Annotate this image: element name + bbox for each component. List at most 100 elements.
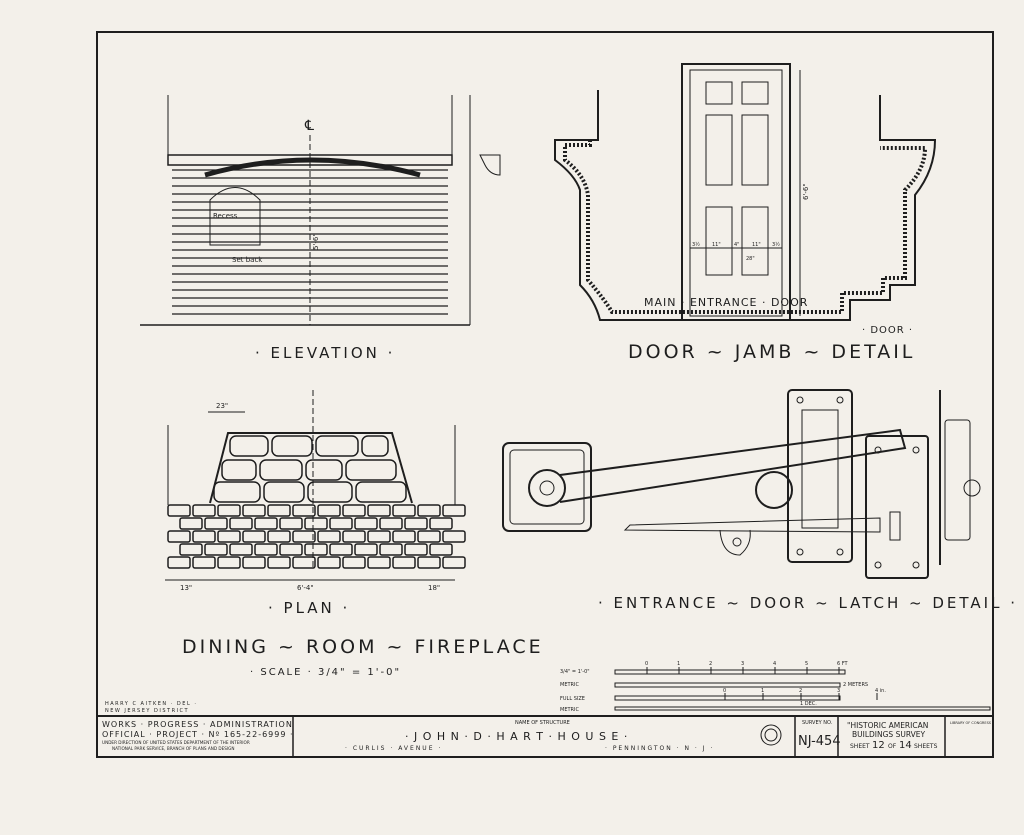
fireplace-scale: · SCALE · 3/4" = 1'-0" bbox=[250, 667, 401, 678]
plan-title: · PLAN · bbox=[268, 599, 350, 617]
brick bbox=[317, 504, 341, 517]
brick bbox=[354, 517, 378, 530]
stone bbox=[315, 435, 359, 457]
screw bbox=[796, 396, 804, 404]
sheet-total: 14 bbox=[899, 740, 912, 751]
brick bbox=[254, 543, 278, 556]
brick bbox=[204, 543, 228, 556]
scale-label: FULL SIZE bbox=[560, 696, 585, 702]
fireplace-title: DINING ~ ROOM ~ FIREPLACE bbox=[182, 636, 544, 658]
habs-line1: "HISTORIC AMERICAN bbox=[847, 721, 928, 730]
scale-tick-label: 2 bbox=[799, 688, 802, 694]
district-credit: NEW JERSEY DISTRICT bbox=[105, 708, 189, 714]
library-stamp: LIBRARY OF CONGRESS bbox=[950, 721, 992, 725]
brick bbox=[179, 517, 203, 530]
main-entrance-door-label: MAIN · ENTRANCE · DOOR bbox=[644, 296, 808, 309]
scale-label: 3/4" = 1'-0" bbox=[560, 669, 590, 675]
brick bbox=[304, 517, 328, 530]
brick bbox=[254, 517, 278, 530]
brick bbox=[367, 556, 391, 569]
brick bbox=[329, 543, 353, 556]
town: · PENNINGTON · N · J · bbox=[605, 745, 714, 752]
brick bbox=[342, 530, 366, 543]
width-dim: 3½ bbox=[772, 241, 780, 248]
brick bbox=[217, 556, 241, 569]
width-dim: 11" bbox=[752, 242, 761, 248]
brick bbox=[217, 504, 241, 517]
plan-dim-left: 13" bbox=[180, 584, 192, 592]
elevation-height-dim: 5'-6" bbox=[312, 233, 320, 250]
brick bbox=[442, 556, 466, 569]
scale-tick-label: 1 bbox=[677, 661, 680, 667]
park-service-line: NATIONAL PARK SERVICE, BRANCH OF PLANS A… bbox=[112, 746, 235, 751]
brick bbox=[192, 556, 216, 569]
plan-dim-center: 6'-4" bbox=[297, 584, 314, 592]
brick bbox=[417, 504, 441, 517]
width-dim: 4" bbox=[734, 242, 739, 248]
scale-tick-label: 1 bbox=[761, 688, 764, 694]
brick bbox=[192, 530, 216, 543]
brick bbox=[367, 530, 391, 543]
latch-title: · ENTRANCE ~ DOOR ~ LATCH ~ DETAIL · bbox=[598, 594, 1018, 612]
plan-dim-top: 23" bbox=[216, 402, 228, 410]
direction-line: UNDER DIRECTION OF UNITED STATES DEPARTM… bbox=[102, 740, 250, 745]
stone bbox=[229, 435, 269, 457]
stone bbox=[307, 481, 353, 503]
brick bbox=[292, 556, 316, 569]
brick bbox=[317, 530, 341, 543]
brick bbox=[192, 504, 216, 517]
brick bbox=[167, 556, 191, 569]
brick bbox=[242, 504, 266, 517]
structure-name: · J O H N · D · H A R T · H O U S E · bbox=[405, 730, 628, 743]
brick bbox=[379, 517, 403, 530]
brick bbox=[317, 556, 341, 569]
scale-end: 2 METERS bbox=[843, 682, 868, 688]
brick bbox=[429, 543, 453, 556]
survey-caption: SURVEY NO. bbox=[802, 720, 833, 726]
stone bbox=[213, 481, 261, 503]
brick bbox=[267, 530, 291, 543]
brick bbox=[404, 517, 428, 530]
brick bbox=[392, 504, 416, 517]
door-label: · DOOR · bbox=[862, 325, 913, 336]
brick bbox=[292, 530, 316, 543]
stone bbox=[305, 459, 343, 481]
stone bbox=[259, 459, 303, 481]
total-width-dim: 28" bbox=[746, 256, 755, 262]
brick bbox=[179, 543, 203, 556]
stone bbox=[271, 435, 313, 457]
scale-tick-label: 4 in. bbox=[875, 688, 886, 694]
survey-seal bbox=[760, 724, 782, 746]
sheet-number: 12 bbox=[872, 740, 885, 751]
recess-label: Recess bbox=[213, 212, 238, 220]
scale-tick-label: 3 bbox=[837, 688, 840, 694]
brick bbox=[229, 543, 253, 556]
habs-line2: BUILDINGS SURVEY bbox=[852, 730, 925, 739]
width-dim: 3½ bbox=[692, 241, 700, 248]
brick bbox=[442, 504, 466, 517]
elevation-title: · ELEVATION · bbox=[255, 344, 395, 362]
brick bbox=[242, 556, 266, 569]
brick bbox=[417, 556, 441, 569]
brick bbox=[342, 556, 366, 569]
scale-tick-label: 3 bbox=[741, 661, 744, 667]
screw bbox=[836, 548, 844, 556]
brick bbox=[329, 517, 353, 530]
door-jamb-detail: 6'-6" 3½ 11" 4" 11" 3½ 28" MAIN · ENTRAN… bbox=[554, 63, 937, 363]
scale-tick-label: 0 bbox=[723, 688, 726, 694]
brick bbox=[292, 504, 316, 517]
scale-tick-label: 5 bbox=[805, 661, 808, 667]
project-line: OFFICIAL · PROJECT · Nº 165-22-6999 · bbox=[102, 730, 294, 739]
brick bbox=[229, 517, 253, 530]
scale-tick-label: 0 bbox=[645, 661, 648, 667]
brick bbox=[342, 504, 366, 517]
scale-tick-label: 4 bbox=[773, 661, 776, 667]
brick bbox=[217, 530, 241, 543]
scale-tick-label: 2 bbox=[709, 661, 712, 667]
delineator-credit: HARRY C AITKEN · DEL · bbox=[105, 701, 197, 707]
set-back-label: Set back bbox=[232, 256, 263, 264]
brick bbox=[429, 517, 453, 530]
scale-tick-label: 6 FT bbox=[837, 661, 849, 667]
fireplace-elevation: Recess Set back ℄ 5'-6" · ELEVATION · bbox=[140, 95, 501, 362]
